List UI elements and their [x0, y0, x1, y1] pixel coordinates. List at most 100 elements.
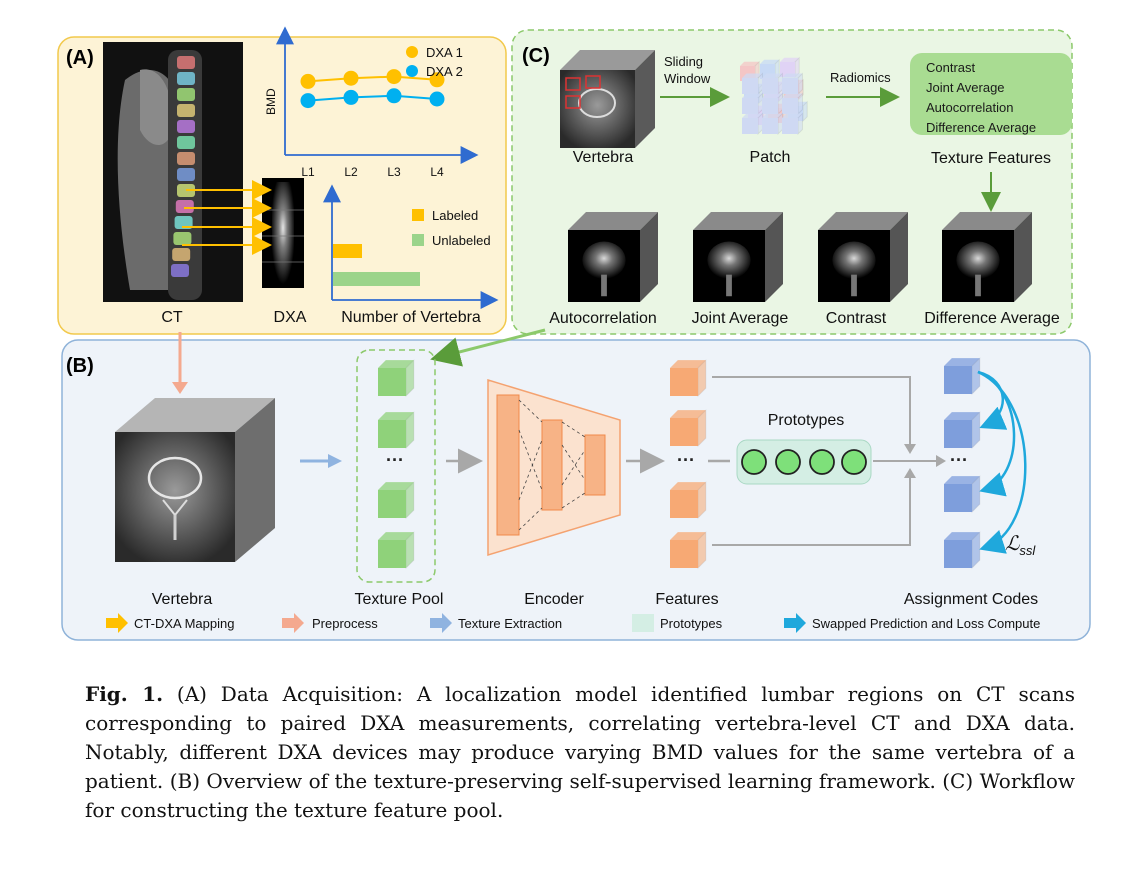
texture-pool-cube [378, 358, 415, 398]
features-ellipsis: ··· [677, 450, 695, 470]
panel-c-to-pool-arrow [430, 328, 546, 367]
feature-list-item: Joint Average [926, 80, 1005, 95]
swapped-prediction-arrows [977, 370, 1027, 554]
feature-cube [670, 530, 707, 570]
assignment-codes-label: Assignment Codes [904, 591, 1038, 608]
legend-marker-labeled [412, 209, 424, 221]
texture-pool-cube [378, 410, 415, 450]
patch-cube [742, 72, 763, 96]
legend-prototypes-label: Prototypes [660, 616, 723, 631]
legend-swapped-arrow-icon [784, 613, 806, 633]
panel-b-label: (B) [66, 355, 94, 377]
patch-cube [782, 112, 803, 136]
bmd-point [300, 73, 316, 89]
spine-vertebra [177, 104, 195, 117]
spine-vertebra [177, 136, 195, 149]
feature-map-cube [568, 212, 658, 302]
legend-mapping-label: CT-DXA Mapping [134, 616, 234, 631]
feature-map-cube [942, 212, 1032, 302]
feature-list-item: Difference Average [926, 120, 1036, 135]
count-chart: Labeled Unlabeled [323, 184, 499, 309]
encoder-label: Encoder [524, 591, 584, 608]
assignment-ellipsis: ··· [950, 450, 968, 470]
legend-marker-dxa2 [406, 65, 418, 77]
spine-vertebra [177, 88, 195, 101]
bmd-point [429, 91, 445, 107]
patch-cube [780, 56, 800, 79]
feature-map-label: Autocorrelation [549, 310, 657, 327]
legend-swapped-label: Swapped Prediction and Loss Compute [812, 616, 1040, 631]
legend-preprocess-arrow-icon [282, 613, 304, 633]
feature-map-label: Contrast [826, 310, 887, 327]
bmd-x-tick: L1 [301, 165, 315, 179]
bmd-axis-label: BMD [264, 88, 278, 115]
legend-label-labeled: Labeled [432, 208, 478, 223]
spine-vertebra [171, 264, 189, 277]
count-bar [333, 272, 420, 286]
bmd-x-tick: L4 [430, 165, 444, 179]
texture-pool-cube [378, 530, 415, 570]
feature-cube [670, 408, 707, 448]
bmd-series-line [307, 75, 438, 83]
texture-pool-ellipsis: ··· [386, 450, 404, 470]
feature-cube [670, 480, 707, 520]
patch-label: Patch [750, 149, 791, 166]
routing-arrowhead-up [904, 468, 916, 478]
spine-vertebra [177, 152, 195, 165]
spine-vertebra [177, 168, 195, 181]
figure-caption: Fig. 1. (A) Data Acquisition: A localiza… [85, 680, 1075, 825]
sliding-window-label-line1: Sliding [664, 54, 703, 69]
prototype-circle [775, 449, 801, 475]
assignment-cube [944, 356, 981, 396]
spine-vertebra [177, 120, 195, 133]
bmd-point [386, 69, 402, 85]
feature-map-label: Difference Average [924, 310, 1060, 327]
feature-cube [670, 358, 707, 398]
vertebra-cube-b [115, 398, 275, 562]
spine-vertebra [173, 232, 192, 245]
patch-cube [782, 72, 803, 96]
patch-cube [762, 92, 783, 116]
legend-label-dxa1: DXA 1 [426, 45, 463, 60]
bmd-series-line [307, 94, 438, 102]
legend-marker-dxa1 [406, 46, 418, 58]
routing-arrowhead-down [904, 444, 916, 454]
prototype-circle [809, 449, 835, 475]
texture-features-label: Texture Features [931, 150, 1051, 167]
texture-pool-cube [378, 480, 415, 520]
ct-image [103, 42, 243, 302]
dxa-image [262, 178, 304, 288]
caption-text: (A) Data Acquisition: A localization mod… [85, 682, 1075, 822]
feature-map-cube [693, 212, 783, 302]
legend-mapping-arrow-icon [106, 613, 128, 633]
bmd-point [429, 72, 445, 88]
count-bar [333, 244, 362, 258]
radiomics-label: Radiomics [830, 70, 891, 85]
feature-map-label: Joint Average [692, 310, 789, 327]
legend-prototypes-swatch [632, 614, 654, 632]
feature-map-cube [818, 212, 908, 302]
ct-dxa-mapping-arrows [182, 180, 272, 255]
bmd-point [300, 93, 316, 109]
legend-label-dxa2: DXA 2 [426, 64, 463, 79]
patch-cube [742, 92, 763, 116]
bmd-x-tick: L2 [344, 165, 358, 179]
bmd-point [343, 70, 359, 86]
encoder [487, 378, 621, 557]
patch-grid [740, 56, 808, 136]
vertebra-label-b: Vertebra [152, 591, 213, 608]
spine-vertebra [174, 216, 193, 229]
prototypes-label: Prototypes [768, 412, 844, 429]
dxa-label: DXA [274, 309, 307, 326]
routing-arrowhead-right [936, 455, 946, 467]
assignment-cube [944, 530, 981, 570]
legend-row: CT-DXA Mapping Preprocess Texture Extrac… [106, 613, 1040, 633]
texture-feature-box [910, 53, 1072, 135]
panel-a-label: (A) [66, 47, 94, 69]
texture-pool-label: Texture Pool [355, 591, 444, 608]
legend-label-unlabeled: Unlabeled [432, 233, 491, 248]
texture-extraction-arrowhead [328, 454, 342, 468]
feature-list-item: Contrast [926, 60, 976, 75]
patch-cube [742, 112, 763, 136]
